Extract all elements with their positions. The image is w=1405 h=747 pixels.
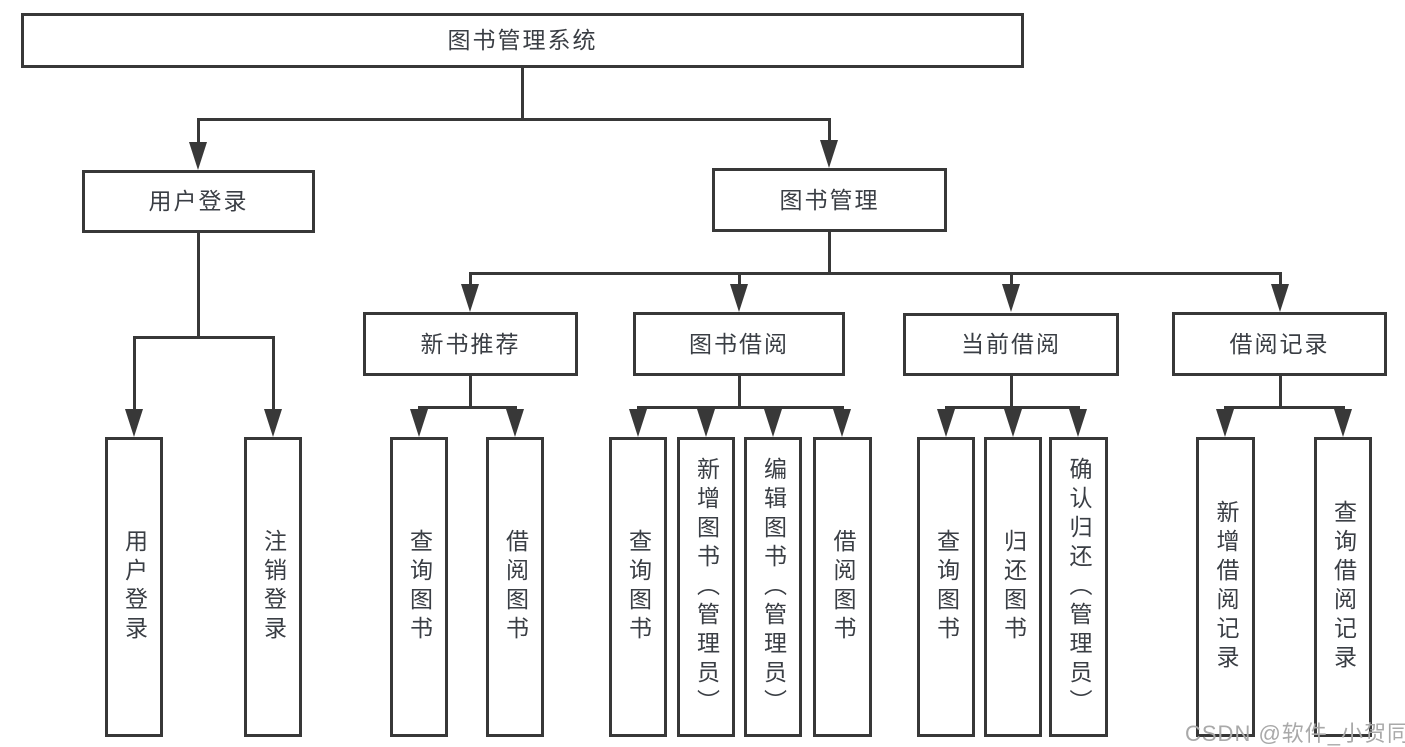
leaf-return-book: 归还图书 — [984, 437, 1042, 737]
arrow-down-icon — [764, 409, 782, 437]
leaf-label: 新增借阅记录 — [1213, 500, 1239, 674]
node-label: 图书管理 — [779, 186, 880, 213]
connector-line — [637, 406, 844, 409]
leaf-label: 编辑图书（管理员） — [760, 456, 787, 718]
node-new-book-recommend: 新书推荐 — [363, 312, 578, 376]
connector-line — [828, 232, 831, 272]
connector-line — [418, 406, 517, 409]
connector-line — [1279, 275, 1282, 287]
arrow-down-icon — [1334, 409, 1352, 437]
node-borrow-records: 借阅记录 — [1172, 312, 1387, 376]
arrow-down-icon — [1069, 409, 1087, 437]
arrow-down-icon — [506, 409, 524, 437]
arrow-down-icon — [697, 409, 715, 437]
arrow-down-icon — [125, 409, 143, 437]
arrow-down-icon — [937, 409, 955, 437]
connector-line — [1224, 406, 1345, 409]
leaf-confirm-return-admin: 确认归还（管理员） — [1049, 437, 1108, 737]
leaf-label: 借阅图书 — [502, 529, 529, 645]
node-current-borrow: 当前借阅 — [903, 313, 1119, 376]
leaf-label: 新增图书（管理员） — [693, 456, 720, 718]
node-user-login-module: 用户登录 — [82, 170, 315, 233]
node-label: 借阅记录 — [1229, 330, 1330, 357]
arrow-down-icon — [730, 284, 748, 312]
leaf-user-login: 用户登录 — [105, 437, 163, 737]
leaf-label: 用户登录 — [121, 529, 148, 645]
leaf-label: 确认归还（管理员） — [1066, 456, 1092, 718]
node-label: 用户登录 — [148, 188, 249, 214]
arrow-down-icon — [264, 409, 282, 437]
leaf-add-book-admin: 新增图书（管理员） — [677, 437, 735, 737]
connector-line — [197, 118, 831, 121]
connector-line — [133, 336, 275, 339]
leaf-query-borrow-record: 查询借阅记录 — [1314, 437, 1372, 737]
leaf-add-borrow-record: 新增借阅记录 — [1196, 437, 1255, 737]
leaf-edit-book-admin: 编辑图书（管理员） — [744, 437, 802, 737]
leaf-label: 借阅图书 — [830, 529, 856, 645]
node-book-borrow: 图书借阅 — [633, 312, 845, 376]
connector-line — [469, 376, 472, 406]
connector-line — [1279, 376, 1282, 406]
node-root: 图书管理系统 — [21, 13, 1024, 68]
node-root-label: 图书管理系统 — [447, 27, 598, 53]
leaf-query-book-3: 查询图书 — [917, 437, 975, 737]
connector-line — [469, 272, 1282, 275]
connector-line — [469, 275, 472, 287]
leaf-label: 查询图书 — [406, 529, 433, 645]
leaf-logout: 注销登录 — [244, 437, 302, 737]
arrow-down-icon — [461, 284, 479, 312]
node-label: 图书借阅 — [689, 330, 789, 357]
leaf-query-book-2: 查询图书 — [609, 437, 667, 737]
connector-line — [197, 233, 200, 336]
node-label: 新书推荐 — [420, 330, 521, 357]
connector-line — [945, 406, 1080, 409]
connector-line — [1010, 275, 1013, 287]
connector-line — [738, 275, 741, 287]
arrow-down-icon — [410, 409, 428, 437]
node-label: 当前借阅 — [961, 331, 1061, 357]
leaf-label: 查询图书 — [625, 529, 652, 645]
leaf-label: 归还图书 — [1000, 529, 1027, 645]
connector-line — [133, 339, 136, 412]
arrow-down-icon — [833, 409, 851, 437]
node-book-management: 图书管理 — [712, 168, 947, 232]
leaf-label: 注销登录 — [260, 529, 287, 645]
connector-line — [197, 121, 200, 144]
connector-line — [521, 68, 524, 118]
arrow-down-icon — [629, 409, 647, 437]
leaf-label: 查询借阅记录 — [1330, 500, 1357, 674]
connector-line — [272, 339, 275, 412]
arrow-down-icon — [1004, 409, 1022, 437]
arrow-down-icon — [1271, 284, 1289, 312]
arrow-down-icon — [1002, 284, 1020, 312]
leaf-borrow-book-2: 借阅图书 — [813, 437, 872, 737]
watermark-text: CSDN @软件_小贺同学 — [1185, 721, 1405, 746]
arrow-down-icon — [820, 140, 838, 168]
connector-line — [738, 376, 741, 406]
connector-line — [1010, 376, 1013, 406]
leaf-borrow-book-1: 借阅图书 — [486, 437, 544, 737]
connector-line — [828, 121, 831, 142]
leaf-label: 查询图书 — [933, 529, 960, 645]
arrow-down-icon — [189, 142, 207, 170]
leaf-query-book-1: 查询图书 — [390, 437, 448, 737]
arrow-down-icon — [1216, 409, 1234, 437]
